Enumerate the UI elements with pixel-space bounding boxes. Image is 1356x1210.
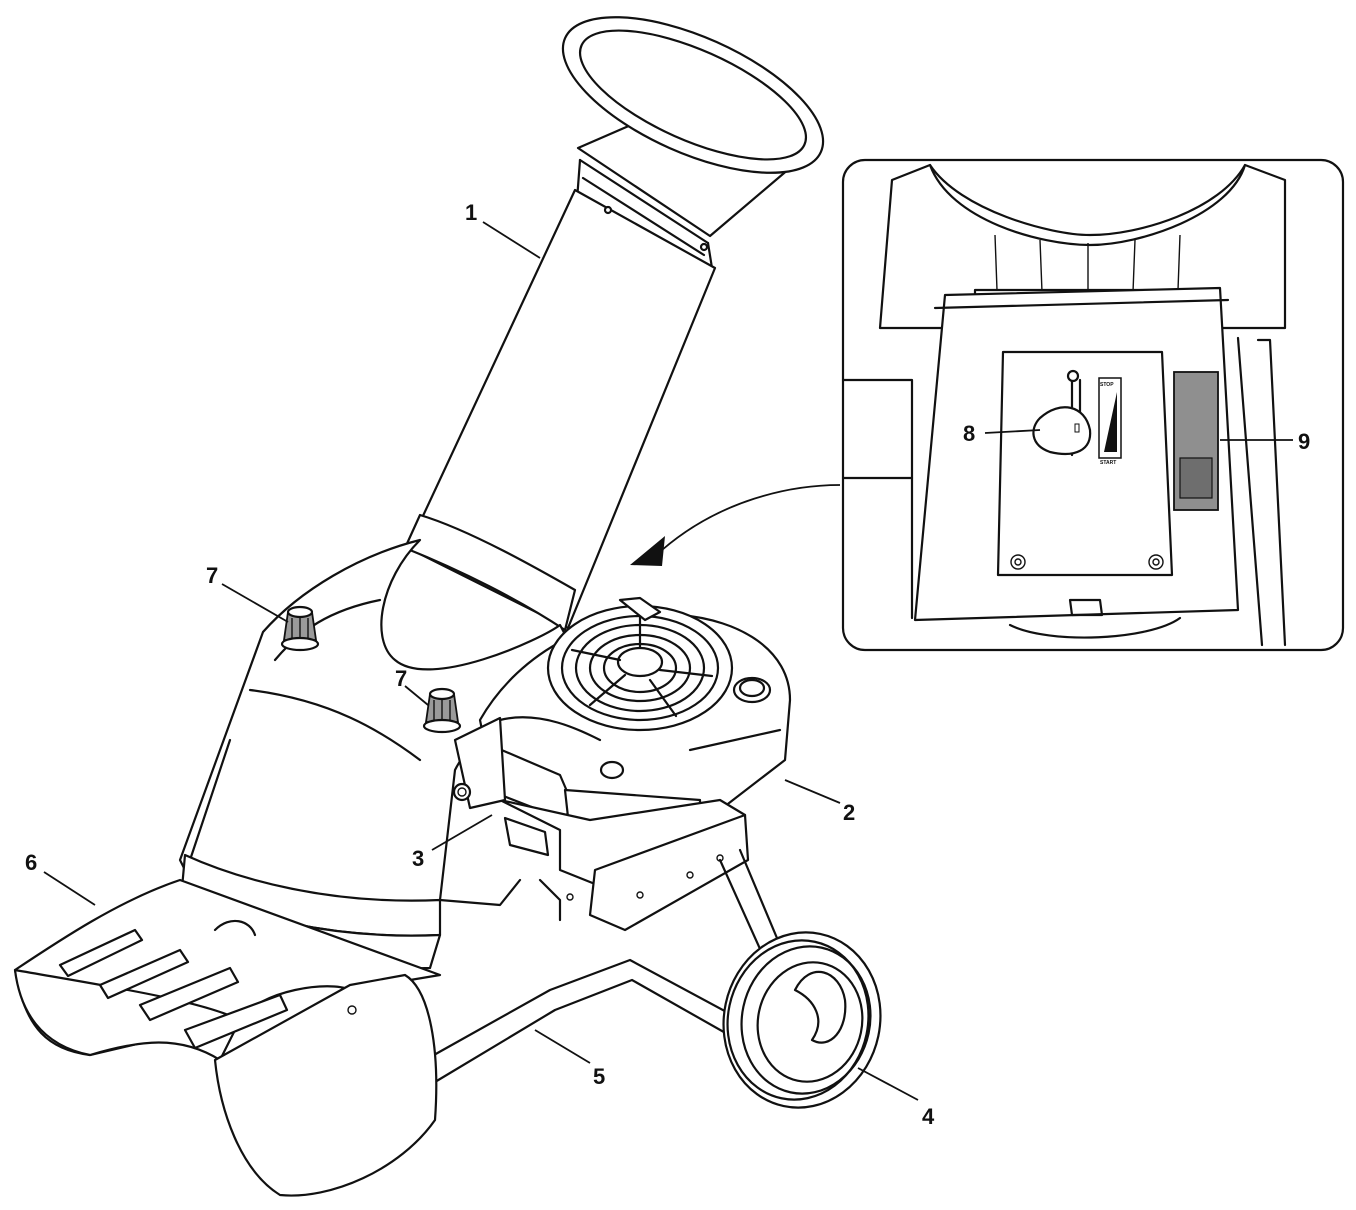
chipper-machine-illustration (13, 16, 882, 1197)
callout-2: 2 (843, 800, 855, 825)
feed-tube (403, 188, 717, 632)
callout-1: 1 (465, 200, 477, 225)
knob-icon (280, 605, 320, 652)
safety-switch-icon (1173, 371, 1219, 511)
feed-funnel (561, 16, 825, 270)
discharge-chute (13, 878, 442, 1197)
callout-5: 5 (593, 1064, 605, 1089)
frame-tube (423, 848, 784, 1087)
throttle-scale: STOP START (1098, 377, 1122, 466)
pointer-arrow-icon (630, 484, 841, 566)
stop-label: STOP (1100, 382, 1114, 388)
callout-3: 3 (412, 846, 424, 871)
start-label: START (1100, 460, 1116, 466)
callout-8: 8 (963, 421, 975, 446)
throttle-lever-icon (1032, 369, 1092, 457)
callout-4: 4 (922, 1104, 935, 1129)
callout-6: 6 (25, 850, 37, 875)
callout-7-right: 7 (395, 666, 407, 691)
callout-7-left: 7 (206, 563, 218, 588)
engine (452, 596, 792, 932)
callout-9: 9 (1298, 429, 1310, 454)
callout-leaders (43, 221, 1293, 1101)
inset-detail-frame: STOP START (841, 158, 1345, 652)
wheel-icon (722, 931, 882, 1109)
knob-icon (422, 687, 462, 734)
